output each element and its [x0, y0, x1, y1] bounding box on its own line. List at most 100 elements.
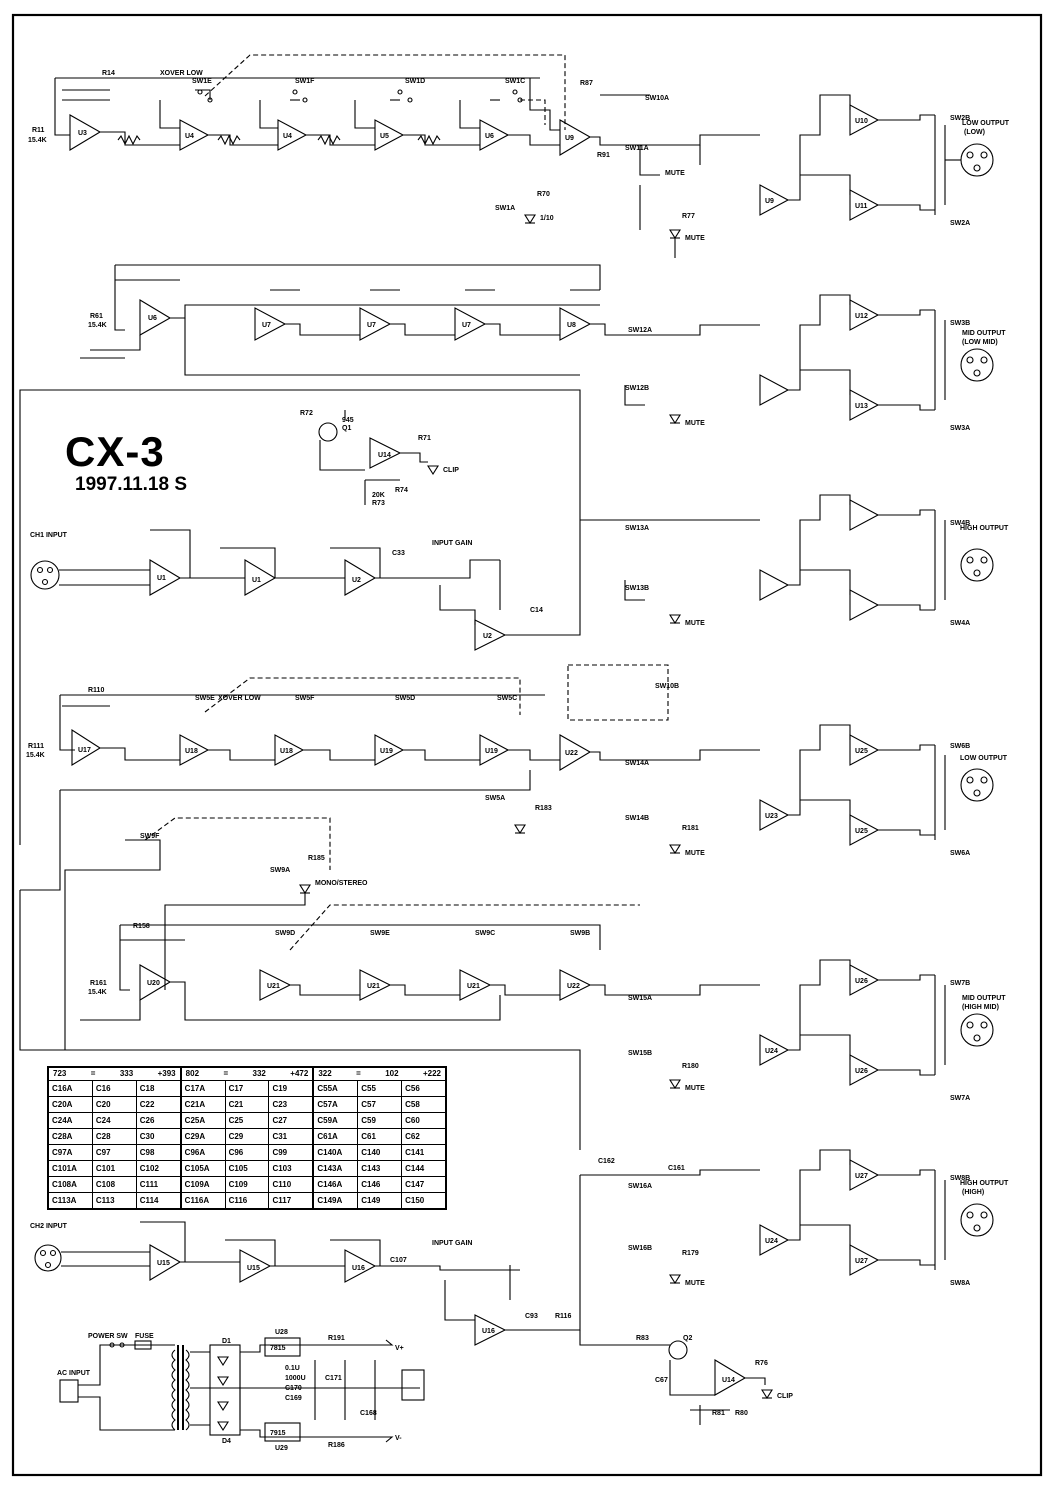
label-mid-output-2-sub: (HIGH MID)	[962, 1004, 999, 1011]
label-mid-output-2: MID OUTPUT	[962, 995, 1006, 1002]
label-mute-2: MUTE	[685, 235, 705, 242]
ref-u2b: U2	[483, 633, 492, 640]
xlr-ch2-input[interactable]	[34, 1244, 62, 1272]
ref-c33: C33	[392, 550, 405, 557]
xlr-high-output-1[interactable]	[960, 548, 994, 582]
regulator-7915	[264, 1422, 301, 1442]
label-ch1-input: CH1 INPUT	[30, 532, 68, 539]
table-cell: C147	[405, 1180, 425, 1189]
table-cell: C109	[226, 1177, 270, 1192]
opamp-u21b	[359, 969, 392, 1001]
table-cell: C28A	[49, 1129, 93, 1144]
table-cell: C57	[358, 1097, 403, 1112]
ref-u7: U7	[262, 322, 271, 329]
opamp-u24-high	[759, 1224, 790, 1256]
ref-sw9b: SW9B	[570, 930, 590, 937]
cap-header-cell: 102	[385, 1069, 399, 1078]
label-mute-6: MUTE	[685, 1085, 705, 1092]
opamp-u21c	[459, 969, 492, 1001]
ref-c93: C93	[525, 1313, 538, 1320]
val-r161: 15.4K	[88, 989, 107, 996]
label-mid-output-1-sub: (LOW MID)	[962, 339, 998, 346]
ref-u2: U2	[352, 577, 361, 584]
table-cell: C24A	[49, 1113, 93, 1128]
label-low-output-1-sub: (LOW)	[964, 129, 985, 136]
cap-header-cell: +472	[290, 1069, 309, 1078]
regulator-7815	[264, 1337, 301, 1357]
ac-plug	[59, 1379, 79, 1403]
ref-u1: U1	[157, 575, 166, 582]
ref-u24-high: U24	[765, 1238, 778, 1245]
val-vp-1: V+	[395, 1345, 404, 1352]
ref-r179: R179	[682, 1250, 699, 1257]
ref-r61: R61	[90, 313, 103, 320]
ref-u25: U25	[855, 748, 868, 755]
block-ch1-high	[600, 494, 994, 625]
ref-sw1d: SW1D	[405, 78, 425, 85]
table-cell: C140A	[314, 1145, 359, 1160]
ref-sw13a: SW13A	[625, 525, 649, 532]
ref-sw6a: SW6A	[950, 850, 970, 857]
table-cell: C55A	[314, 1081, 359, 1096]
xlr-high-output-2[interactable]	[960, 1203, 994, 1237]
ref-sw7b: SW7B	[950, 980, 970, 987]
table-cell: C61A	[314, 1129, 359, 1144]
label-clip-2: CLIP	[777, 1393, 793, 1400]
xlr-mid-output-2[interactable]	[960, 1013, 994, 1047]
ref-u5: U5	[380, 133, 389, 140]
ref-sw1e: SW1E	[192, 78, 212, 85]
xlr-mid-output-1[interactable]	[960, 348, 994, 382]
ref-u8: U8	[567, 322, 576, 329]
label-high-output-2: HIGH OUTPUT	[960, 1180, 1009, 1187]
ref-r80: R80	[735, 1410, 748, 1417]
table-cell: C61	[358, 1129, 403, 1144]
ref-u19: U19	[380, 748, 393, 755]
table-cell: C57A	[314, 1097, 359, 1112]
xlr-ch1-input[interactable]	[30, 560, 60, 590]
label-mute-7: MUTE	[685, 1280, 705, 1287]
table-cell: C113	[93, 1193, 137, 1208]
ref-sw12b: SW12B	[625, 385, 649, 392]
ref-sw8a: SW8A	[950, 1280, 970, 1287]
ref-u14: U14	[378, 452, 391, 459]
label-reg-7915: 7915	[270, 1430, 286, 1437]
ref-u10: U10	[855, 118, 868, 125]
ref-r11: R11	[32, 127, 45, 134]
ref-u9: U9	[565, 135, 574, 142]
table-cell: C26	[139, 1116, 155, 1125]
ref-r76: R76	[755, 1360, 768, 1367]
table-cell: C141	[405, 1148, 425, 1157]
ref-sw9e: SW9E	[370, 930, 390, 937]
label-xover-low: XOVER LOW	[160, 70, 203, 77]
label-reg-7815: 7815	[270, 1345, 286, 1352]
xlr-low-output-2[interactable]	[960, 768, 994, 802]
table-cell: C56	[405, 1084, 420, 1093]
table-cell: C116A	[182, 1193, 226, 1208]
ref-sw5d: SW5D	[395, 695, 415, 702]
opamp-u7c	[454, 307, 487, 341]
label-u29: U29	[275, 1445, 288, 1452]
ref-sw7a: SW7A	[950, 1095, 970, 1102]
cap-header-cell: +393	[157, 1069, 176, 1078]
ref-u22: U22	[565, 750, 578, 757]
opamp-u2	[344, 559, 377, 596]
ref-u7c: U7	[462, 322, 471, 329]
ref-q1: Q1	[342, 425, 351, 432]
opamp-u24	[759, 1034, 790, 1066]
table-cell: C108A	[49, 1177, 93, 1192]
ref-r91: R91	[597, 152, 610, 159]
table-cell: C27	[272, 1116, 288, 1125]
table-cell: C116	[226, 1193, 270, 1208]
table-cell: C102	[139, 1164, 159, 1173]
page-title: CX-3	[65, 428, 165, 475]
